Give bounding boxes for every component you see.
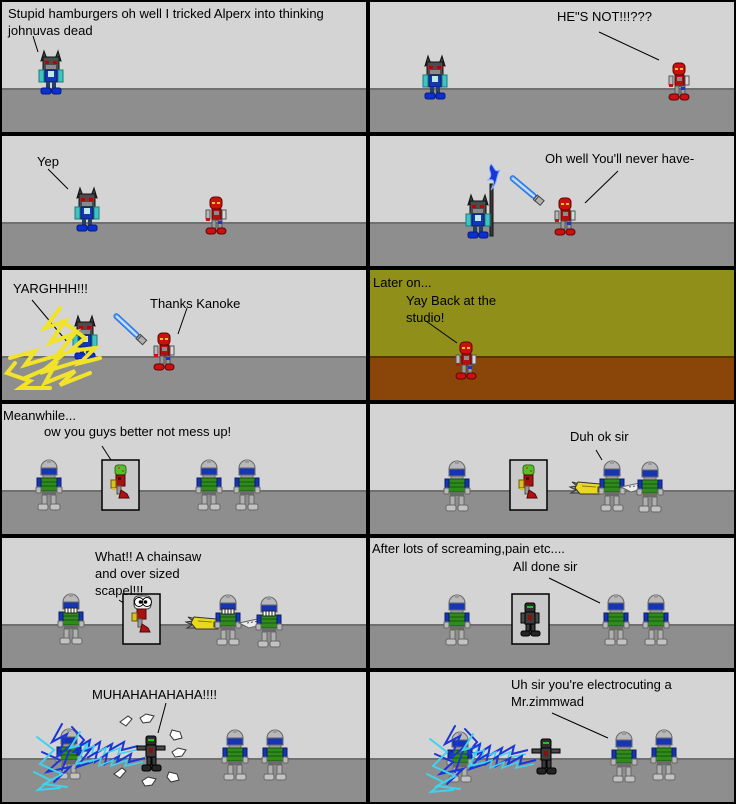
floor-edge — [2, 624, 366, 626]
floor-edge — [2, 222, 366, 224]
floor — [370, 492, 734, 534]
pointer-line — [548, 577, 601, 604]
caption-later: Later on... — [373, 275, 432, 290]
caption-done: All done sir — [513, 559, 578, 574]
panel-7-art — [2, 404, 366, 534]
zimmwad-picture-darkbot — [512, 594, 549, 644]
floor — [2, 626, 366, 668]
pointer-line — [595, 449, 603, 461]
pointer-line — [584, 170, 619, 204]
caption: Uh sir you're electrocuting a Mr.zimmwad — [511, 677, 672, 709]
floor-edge — [2, 490, 366, 492]
floor-edge — [370, 490, 734, 492]
floor — [2, 492, 366, 534]
zimmwad-picture-googly — [123, 594, 160, 644]
floor — [2, 760, 366, 802]
floor-edge — [370, 758, 734, 760]
panel-3-art — [2, 136, 366, 266]
caption-yay: Yay Back at the studio! — [406, 293, 497, 325]
panel-12-art — [370, 672, 734, 802]
caption-warning: ow you guys better not mess up! — [44, 424, 232, 439]
panel-1: Stupid hamburgers oh well I tricked Alpe… — [0, 0, 368, 134]
pointer-line — [47, 168, 69, 190]
caption-scream: YARGHHH!!! — [13, 281, 88, 296]
floor-edge — [2, 88, 366, 90]
zimmwad-picture — [510, 460, 547, 510]
pointer-line — [177, 307, 188, 335]
floor-edge — [370, 88, 734, 90]
caption-thanks: Thanks Kanoke — [150, 296, 241, 311]
panel-6-art — [370, 270, 734, 400]
floor-edge — [2, 758, 366, 760]
floor-edge — [370, 624, 734, 626]
caption: What!! A chainsaw and over sized scapel!… — [95, 549, 202, 598]
panel-4: Oh well You'll never have- — [368, 134, 736, 268]
caption: MUHAHAHAHAHA!!!! — [92, 687, 217, 702]
caption-meanwhile: Meanwhile... — [3, 408, 76, 423]
panel-11-art — [2, 672, 366, 802]
pointer-line — [32, 35, 39, 53]
floor-edge — [370, 356, 734, 358]
panel-5: YARGHHH!!! Thanks Kanoke — [0, 268, 368, 402]
pointer-line — [551, 712, 609, 739]
panel-10-art — [370, 538, 734, 668]
panel-10: After lots of screaming,pain etc.... All… — [368, 536, 736, 670]
caption: Stupid hamburgers oh well I tricked Alpe… — [8, 6, 324, 38]
panel-11: MUHAHAHAHAHA!!!! — [0, 670, 368, 804]
caption: Oh well You'll never have- — [545, 151, 695, 166]
panel-4-art — [370, 136, 734, 266]
floor — [2, 224, 366, 266]
floor — [370, 224, 734, 266]
panel-7: Meanwhile... ow you guys better not mess… — [0, 402, 368, 536]
panel-12: Uh sir you're electrocuting a Mr.zimmwad — [368, 670, 736, 804]
caption-after: After lots of screaming,pain etc.... — [372, 541, 565, 556]
panel-2-art — [370, 2, 734, 132]
floor-edge — [2, 356, 366, 358]
pointer-line — [157, 702, 167, 734]
panel-9-art — [2, 538, 366, 668]
floor — [370, 358, 734, 400]
pointer-line — [101, 445, 112, 461]
pointer-line — [598, 31, 660, 61]
floor — [2, 90, 366, 132]
panel-6: Later on... Yay Back at the studio! — [368, 268, 736, 402]
caption: HE"S NOT!!!??? — [557, 9, 652, 24]
panel-1-art — [2, 2, 366, 132]
caption: Yep — [37, 154, 59, 169]
floor — [370, 626, 734, 668]
panel-2: HE"S NOT!!!??? — [368, 0, 736, 134]
caption: Duh ok sir — [570, 429, 629, 444]
panel-3: Yep — [0, 134, 368, 268]
pointer-line — [425, 320, 458, 344]
zimmwad-picture — [102, 460, 139, 510]
panel-5-art — [2, 270, 366, 400]
panel-9: What!! A chainsaw and over sized scapel!… — [0, 536, 368, 670]
panel-8: Duh ok sir — [368, 402, 736, 536]
floor — [370, 760, 734, 802]
floor-edge — [370, 222, 734, 224]
panel-8-art — [370, 404, 734, 534]
